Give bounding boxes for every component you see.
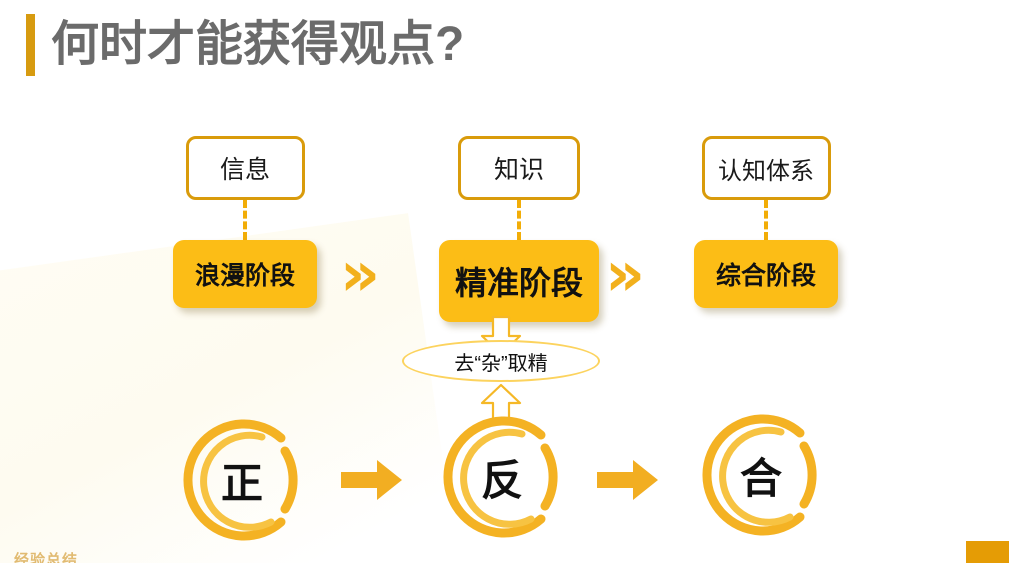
stage-label-box-3: 认知体系	[701, 136, 831, 200]
stage-connector-2	[517, 200, 521, 240]
title-text: 何时才能获得观点?	[51, 18, 465, 71]
cycle-node-1[interactable]: 正	[167, 405, 317, 555]
cycle-node-label-1: 正	[220, 459, 263, 507]
cycle-node-2[interactable]: 反	[427, 402, 577, 552]
corner-tab	[966, 541, 1009, 563]
stage-connector-1	[243, 200, 247, 240]
watermark-text: 经验总结	[14, 552, 79, 563]
pipeline-stage-2: 知识 精准阶段	[439, 136, 599, 322]
stage-label-box-2: 知识	[458, 136, 580, 200]
stage-box-1[interactable]: 浪漫阶段	[173, 240, 317, 308]
ring-icon	[183, 419, 298, 541]
pipeline-stage-3: 认知体系 综合阶段	[694, 136, 838, 308]
stage-label-box-1: 信息	[185, 136, 305, 200]
title-accent-bar	[26, 14, 35, 76]
callout-ellipse: 去“杂”取精	[402, 340, 600, 382]
pipeline-stage-1: 信息 浪漫阶段	[173, 136, 317, 308]
chevron-separator-2: »	[605, 237, 646, 310]
cycle-node-label-2: 反	[480, 456, 523, 504]
cycle-arrow-2	[597, 458, 659, 502]
stage-box-2[interactable]: 精准阶段	[439, 240, 599, 322]
page-title: 何时才能获得观点?	[26, 14, 464, 76]
stage-box-3[interactable]: 综合阶段	[694, 240, 838, 308]
cycle-node-3[interactable]: 合	[686, 400, 836, 550]
cycle-arrow-1	[341, 458, 403, 502]
ring-icon	[702, 414, 817, 536]
chevron-separator-1: »	[340, 237, 381, 310]
ring-icon	[443, 416, 558, 538]
stage-connector-3	[764, 200, 768, 240]
cycle-node-label-3: 合	[739, 454, 782, 502]
